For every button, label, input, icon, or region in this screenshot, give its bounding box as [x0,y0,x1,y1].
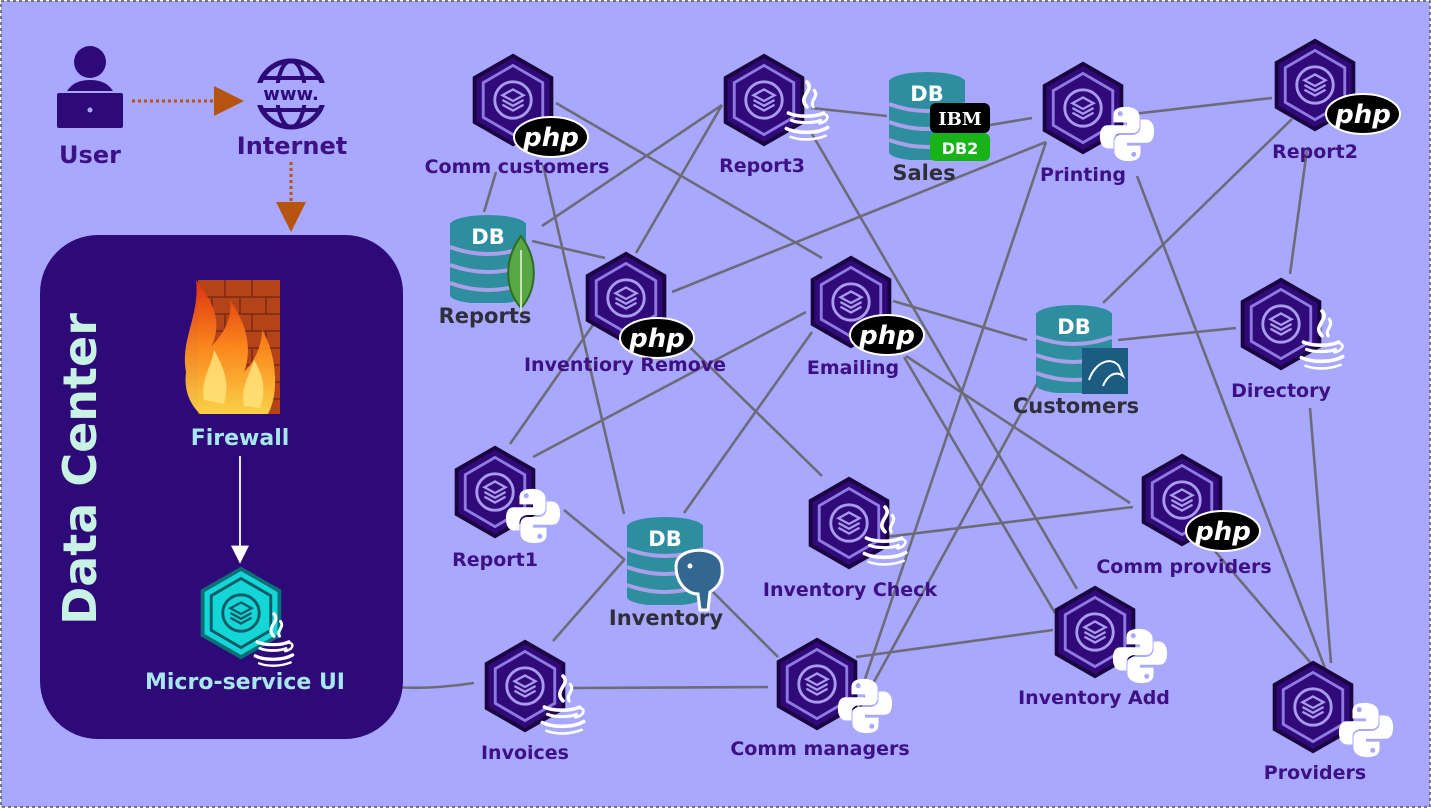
php-logo-text: php [1194,517,1251,547]
database-sales-label: Sales [892,161,955,185]
data-center-title: Data Center [53,313,107,625]
php-icon: php [1185,510,1261,552]
service-comm-providers-label: Comm providers [1096,556,1271,578]
php-logo-text: php [522,123,579,153]
internet-node: www. Internet [237,58,347,160]
service-comm-customers-label: Comm customers [425,156,610,178]
db2-badge-text: DB2 [942,139,979,158]
service-report2-node[interactable]: php [1274,38,1401,135]
php-logo-text: php [628,324,685,354]
service-report2-label: Report2 [1272,141,1358,163]
db-text: DB [471,225,504,249]
service-inventory-remove-node[interactable]: php [585,251,695,359]
mongodb-leaf-icon [507,234,535,316]
firewall-label: Firewall [191,426,290,451]
service-emailing-node[interactable]: php [810,255,925,356]
database-customers-node[interactable]: DB [1034,303,1128,394]
service-comm-managers-label: Comm managers [730,738,909,760]
database-sales-node[interactable]: DB IBM DB2 [887,70,990,161]
php-logo-text: php [858,321,915,351]
service-printing-label: Printing [1040,164,1126,186]
data-center: Data Center Firewall Micro-ser [40,235,403,739]
service-inventory-remove-label: Inventiory Remove [524,354,726,376]
php-icon: php [619,317,695,359]
service-invoices-label: Invoices [481,742,569,764]
user-node: User [55,46,125,169]
user-icon [55,46,125,130]
firewall-icon [184,280,280,414]
service-directory-label: Directory [1231,380,1331,402]
data-center-panel [40,235,403,739]
php-logo-text: php [1334,100,1391,130]
micro-service-ui-label: Micro-service UI [145,670,345,695]
db-text: DB [910,82,943,106]
service-hexagon-icon [808,476,890,570]
service-comm-providers-node[interactable]: php [1141,453,1261,552]
database-inventory-label: Inventory [609,606,723,630]
service-report1-label: Report1 [452,549,538,571]
php-icon: php [849,314,925,356]
mysql-dolphin-icon [1082,348,1128,394]
php-icon: php [513,116,589,158]
user-label: User [59,141,121,169]
www-text: www. [263,84,319,105]
service-providers-label: Providers [1264,762,1366,784]
service-comm-customers-node[interactable]: php [472,53,589,158]
service-inventory-add-label: Inventory Add [1018,687,1170,709]
database-reports-label: Reports [439,304,532,328]
globe-icon: www. [250,58,332,130]
php-icon: php [1325,93,1401,135]
db-text: DB [1057,315,1090,339]
internet-label: Internet [237,132,347,160]
database-customers-label: Customers [1013,394,1139,418]
service-emailing-label: Emailing [807,357,899,379]
database-inventory-node[interactable]: DB [625,515,724,612]
service-inventory-check-label: Inventory Check [763,579,938,601]
db-text: DB [648,527,681,551]
ibm-badge-text: IBM [938,109,982,130]
ibm-db2-icon: IBM DB2 [930,103,990,161]
service-report3-label: Report3 [719,155,805,177]
service-hexagon-icon [1240,277,1322,371]
database-reports-node[interactable]: DB [448,213,535,316]
postgresql-elephant-icon [674,548,724,612]
